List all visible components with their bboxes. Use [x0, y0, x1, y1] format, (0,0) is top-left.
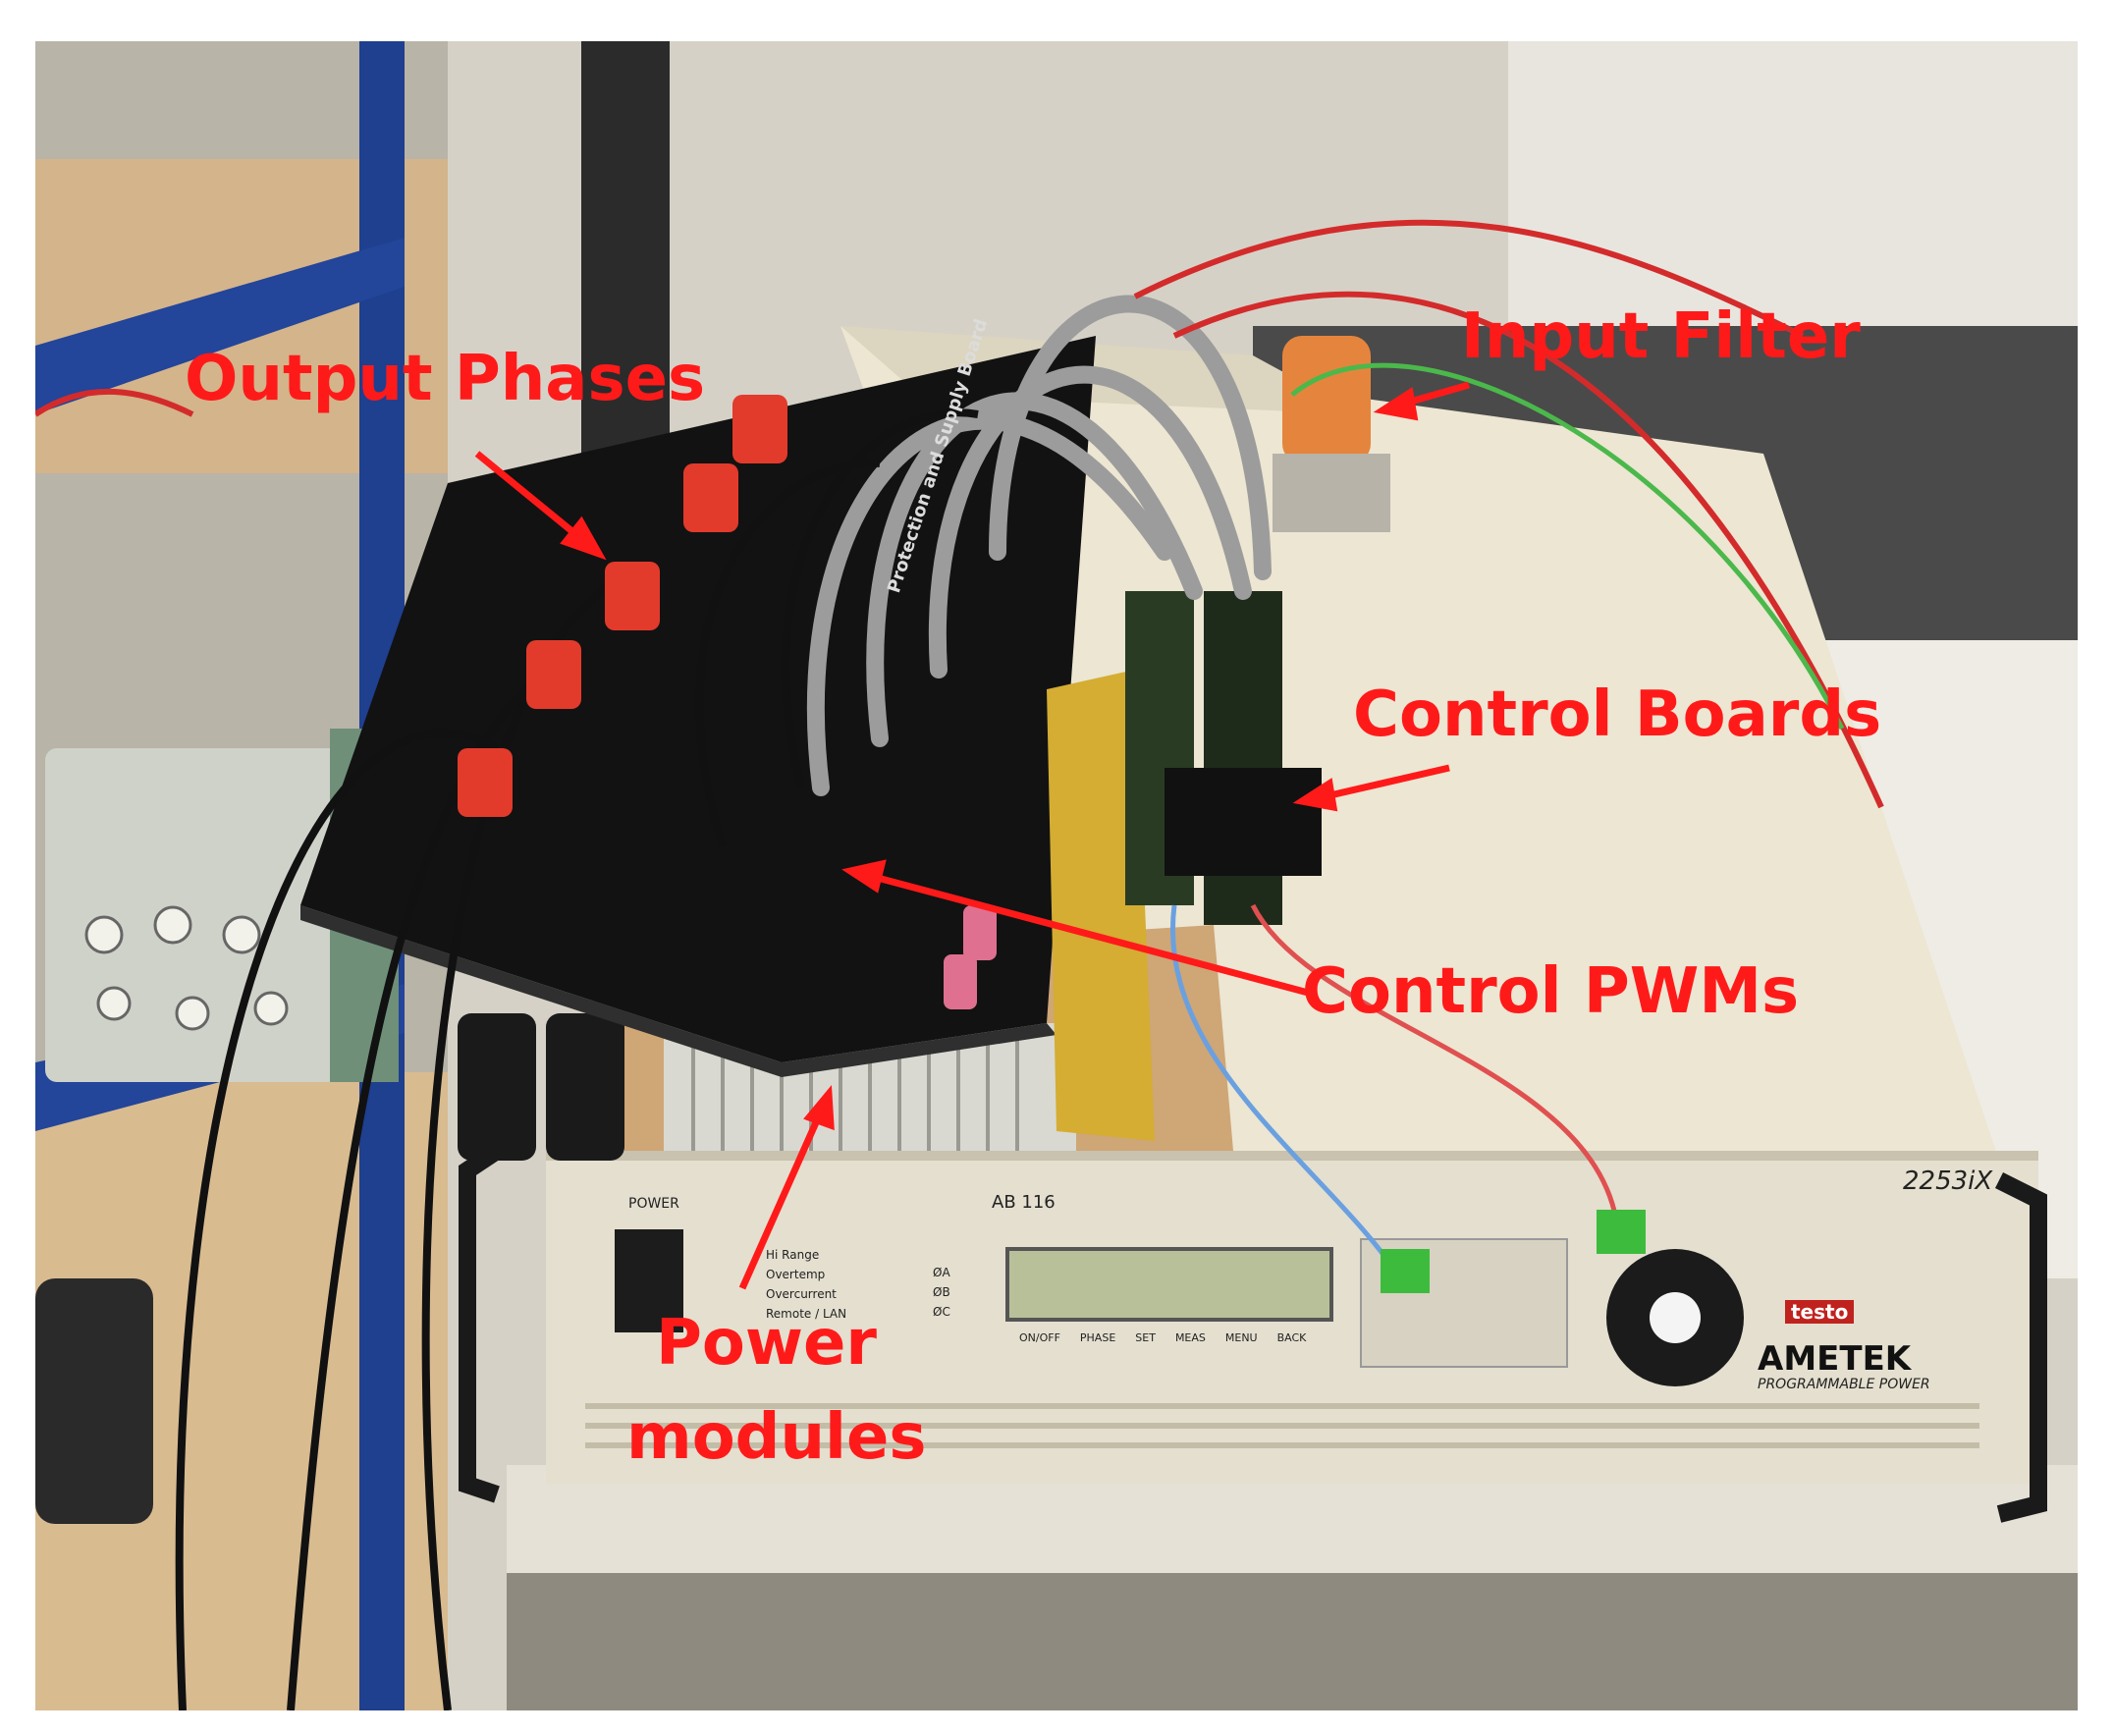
front-buttons: ON/OFF PHASE SET MEAS MENU BACK [1019, 1331, 1306, 1344]
device-asset-tag: AB 116 [992, 1192, 1056, 1213]
knob-center [1650, 1292, 1701, 1343]
input-filter-base [1273, 454, 1390, 532]
green-connector-1 [1381, 1249, 1430, 1293]
phase-list: ØA ØB ØC [933, 1263, 950, 1322]
oscilloscope-knobs [84, 905, 289, 1031]
device-brand: AMETEK [1758, 1339, 1912, 1379]
indicator-remote-lan: Remote / LAN [766, 1307, 847, 1321]
device-sticker: testo [1785, 1300, 1855, 1324]
arrowhead-output-phases [560, 515, 607, 561]
arrowhead-control-pwms [841, 859, 887, 894]
indicator-hi-range: Hi Range [766, 1248, 820, 1262]
red-wires [35, 219, 1884, 809]
power-switch [615, 1229, 683, 1332]
keypad [1360, 1238, 1568, 1368]
indicator-list: Hi Range Overtemp Overcurrent Remote / L… [766, 1245, 846, 1324]
label-input-filter: Input Filter [1461, 300, 1861, 373]
green-connector-2 [1597, 1210, 1646, 1254]
annotation-arrows [474, 381, 1470, 1290]
front-vents [585, 1403, 1979, 1448]
electrolytic-cap-1 [963, 905, 997, 960]
banana-plugs [458, 395, 787, 817]
arrowhead-power-modules [803, 1084, 835, 1131]
blue-red-wires [1170, 903, 1619, 1280]
button-menu: MENU [1224, 1331, 1258, 1344]
phase-a: ØA [933, 1266, 950, 1279]
black-cables [175, 408, 979, 1710]
phase-c: ØC [933, 1305, 950, 1319]
label-power-modules-line1: Power [656, 1307, 877, 1380]
control-connectors [1165, 768, 1322, 876]
table-shadow [507, 1573, 2078, 1710]
label-power-modules-line2: modules [626, 1401, 927, 1474]
display [1005, 1247, 1333, 1322]
lab-photo [35, 41, 2078, 1710]
green-wires [1290, 362, 1845, 731]
arrow-power-modules [738, 1110, 825, 1290]
label-output-phases: Output Phases [185, 343, 706, 415]
input-filter-coil [1282, 336, 1371, 463]
arrowhead-input-filter [1373, 387, 1419, 421]
pcb-board-edge [300, 905, 1056, 1077]
capacitor-2 [546, 1013, 624, 1161]
device-brand-sub: PROGRAMMABLE POWER [1758, 1377, 1930, 1392]
handle-right [1994, 1171, 2047, 1523]
label-control-pwms: Control PWMs [1302, 955, 1800, 1028]
arrow-output-phases [474, 451, 588, 545]
shelf-beam-blue [35, 238, 405, 414]
indicator-overcurrent: Overcurrent [766, 1287, 837, 1301]
button-phase: PHASE [1079, 1331, 1116, 1344]
button-on-off: ON/OFF [1019, 1331, 1060, 1344]
phase-b: ØB [933, 1285, 950, 1299]
button-back: BACK [1276, 1331, 1307, 1344]
arrow-control-pwms [869, 872, 1313, 998]
capacitor-1 [458, 1013, 536, 1161]
label-control-boards: Control Boards [1353, 678, 1882, 751]
device-model: 2253iX [1903, 1166, 1993, 1196]
electrolytic-cap-2 [944, 954, 977, 1009]
black-device [35, 1278, 153, 1524]
button-meas: MEAS [1174, 1331, 1206, 1344]
indicator-overtemp: Overtemp [766, 1268, 826, 1281]
device-power-label: POWER [628, 1196, 679, 1212]
arrowhead-control-boards [1292, 778, 1338, 812]
button-set: SET [1135, 1331, 1156, 1344]
arrow-control-boards [1321, 764, 1450, 801]
